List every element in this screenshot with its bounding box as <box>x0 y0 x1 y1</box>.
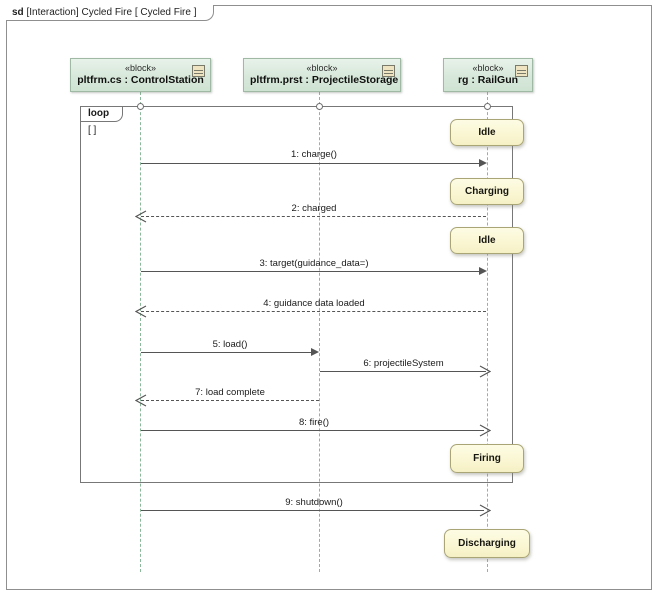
diagram-frame-tab: sd [Interaction] Cycled Fire [ Cycled Fi… <box>6 5 214 21</box>
message-label-4: 4: guidance data loaded <box>263 298 365 309</box>
message-label-7: 7: load complete <box>195 387 265 398</box>
message-label-5: 5: load() <box>212 339 248 350</box>
message-line-3[interactable] <box>141 271 484 272</box>
lifeline-crossing-dot <box>137 103 144 110</box>
block-icon <box>515 65 528 77</box>
lifeline-name: rg : RailGun <box>457 74 519 86</box>
message-line-7[interactable] <box>141 400 319 401</box>
state-box-idle-2[interactable]: Idle <box>450 227 524 254</box>
lifeline-name: pltfrm.prst : ProjectileStorage <box>250 74 399 86</box>
arrowhead-filled-3 <box>479 267 487 275</box>
arrowhead-filled-1 <box>479 159 487 167</box>
state-label: Discharging <box>458 538 516 549</box>
lifeline-line-projectilestorage <box>319 92 320 572</box>
message-line-1[interactable] <box>141 163 484 164</box>
state-box-charging[interactable]: Charging <box>450 178 524 205</box>
message-line-4[interactable] <box>141 311 486 312</box>
fragment-guard: [ ] <box>88 125 97 136</box>
arrowhead-filled-5 <box>311 348 319 356</box>
block-icon <box>192 65 205 77</box>
state-box-idle-1[interactable]: Idle <box>450 119 524 146</box>
lifeline-head-railgun[interactable]: «block» rg : RailGun <box>443 58 533 92</box>
diagram-frame <box>6 5 652 590</box>
lifeline-line-railgun <box>487 92 488 572</box>
message-label-1: 1: charge() <box>291 149 337 160</box>
state-label: Firing <box>473 453 501 464</box>
message-label-3: 3: target(guidance_data=) <box>259 258 369 269</box>
frame-keyword: sd <box>12 7 24 18</box>
message-label-8: 8: fire() <box>298 417 330 428</box>
combined-fragment-loop[interactable]: loop <box>80 106 513 483</box>
fragment-operator-label: loop <box>81 107 124 122</box>
lifeline-line-controlstation <box>140 92 141 572</box>
lifeline-crossing-dot <box>484 103 491 110</box>
lifeline-stereotype: «block» <box>472 63 504 73</box>
frame-title: [Interaction] Cycled Fire [ Cycled Fire … <box>26 7 197 18</box>
lifeline-crossing-dot <box>316 103 323 110</box>
state-box-firing[interactable]: Firing <box>450 444 524 473</box>
lifeline-name: pltfrm.cs : ControlStation <box>77 74 204 86</box>
message-line-5[interactable] <box>141 352 316 353</box>
state-label: Idle <box>478 235 496 246</box>
lifeline-stereotype: «block» <box>306 63 338 73</box>
state-box-discharging[interactable]: Discharging <box>444 529 530 558</box>
message-label-9: 9: shutdown() <box>285 497 343 508</box>
message-label-2: 2: charged <box>291 203 337 214</box>
state-label: Charging <box>465 186 509 197</box>
message-line-9[interactable] <box>141 510 484 511</box>
message-line-6[interactable] <box>320 371 486 372</box>
lifeline-head-controlstation[interactable]: «block» pltfrm.cs : ControlStation <box>70 58 211 92</box>
message-line-8[interactable] <box>141 430 484 431</box>
state-label: Idle <box>478 127 496 138</box>
lifeline-head-projectilestorage[interactable]: «block» pltfrm.prst : ProjectileStorage <box>243 58 401 92</box>
block-icon <box>382 65 395 77</box>
message-label-6: 6: projectileSystem <box>363 358 444 369</box>
message-line-2[interactable] <box>141 216 486 217</box>
lifeline-stereotype: «block» <box>124 63 157 73</box>
